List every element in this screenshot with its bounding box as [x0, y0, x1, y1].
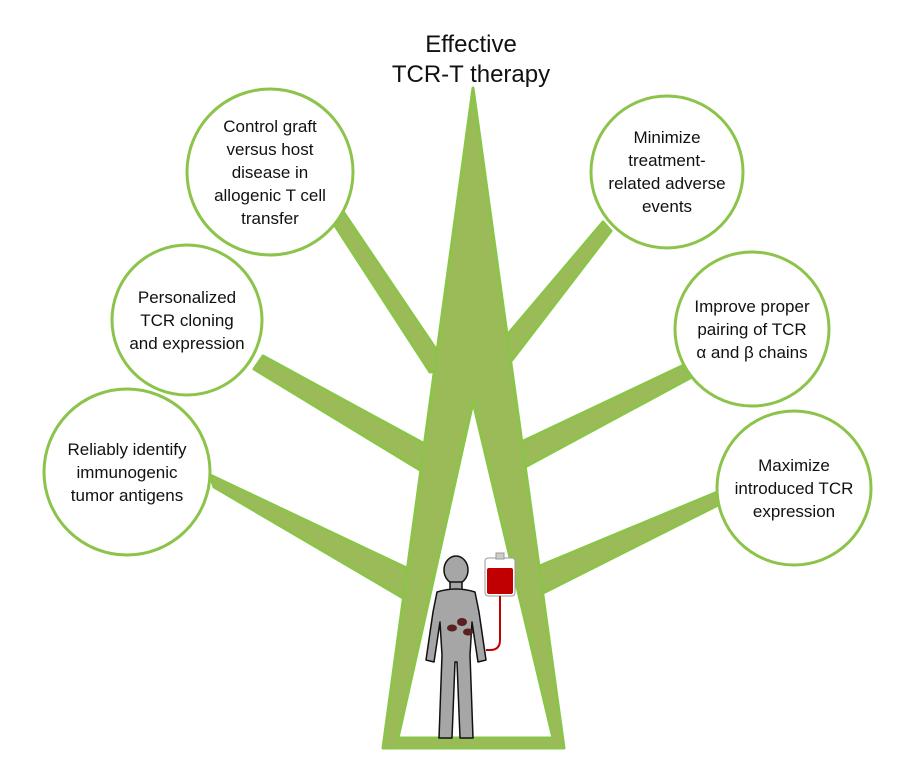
- branch-personalized-tcr: [252, 354, 434, 472]
- node-line: introduced TCR: [734, 478, 854, 498]
- node-line: pairing of TCR: [697, 319, 807, 339]
- node-line: related adverse: [608, 174, 726, 193]
- circle-maximize-expression: [715, 409, 873, 567]
- node-line: allogenic T cell: [214, 185, 326, 205]
- node-control-gvhd: Control graft versus host disease in all…: [194, 96, 346, 248]
- node-identify-antigens: Reliably identify immunogenic tumor anti…: [51, 396, 203, 548]
- human-figure-icon: [425, 555, 487, 739]
- node-line: events: [641, 197, 693, 216]
- node-personalized-tcr: Personalized TCR cloning and expression: [111, 244, 263, 396]
- node-line: treatment-: [628, 151, 706, 170]
- node-line: TCR cloning: [140, 310, 234, 330]
- circle-control-gvhd: [185, 87, 355, 257]
- circle-proper-pairing: [673, 250, 831, 408]
- trunk: [381, 86, 566, 750]
- node-line: Minimize: [633, 128, 701, 147]
- node-line: Maximize: [758, 455, 830, 475]
- diagram-title: Effective TCR-T therapy: [336, 30, 606, 90]
- node-line: transfer: [241, 208, 299, 228]
- circles: [42, 87, 873, 567]
- node-line: disease in: [231, 162, 309, 182]
- node-line: immunogenic: [76, 462, 178, 482]
- branch-identify-antigens: [208, 473, 417, 604]
- node-line: versus host: [226, 139, 314, 159]
- branch-control-gvhd: [332, 208, 452, 374]
- node-maximize-expression: Maximize introduced TCR expression: [718, 412, 870, 564]
- node-minimize-adverse: Minimize treatment- related adverse even…: [591, 96, 743, 248]
- node-line: Improve proper: [694, 296, 810, 316]
- title-line-2: TCR-T therapy: [391, 61, 551, 88]
- circle-minimize-adverse: [589, 94, 745, 250]
- node-line: α and β chains: [696, 342, 808, 362]
- tumor-spots-icon: [447, 618, 473, 636]
- branch-proper-pairing: [513, 364, 692, 470]
- circle-personalized-tcr: [110, 243, 264, 397]
- node-line: expression: [752, 501, 836, 521]
- node-line: Reliably identify: [67, 439, 187, 459]
- title-line-1: Effective: [425, 31, 517, 58]
- branch-maximize-expression: [528, 489, 726, 598]
- blood-bag-icon: [484, 552, 516, 651]
- node-line: Control graft: [223, 116, 317, 136]
- node-proper-pairing: Improve proper pairing of TCR α and β ch…: [676, 253, 828, 405]
- circle-identify-antigens: [42, 387, 212, 557]
- node-line: tumor antigens: [70, 485, 184, 505]
- node-line: and expression: [129, 333, 245, 353]
- node-line: Personalized: [137, 287, 237, 307]
